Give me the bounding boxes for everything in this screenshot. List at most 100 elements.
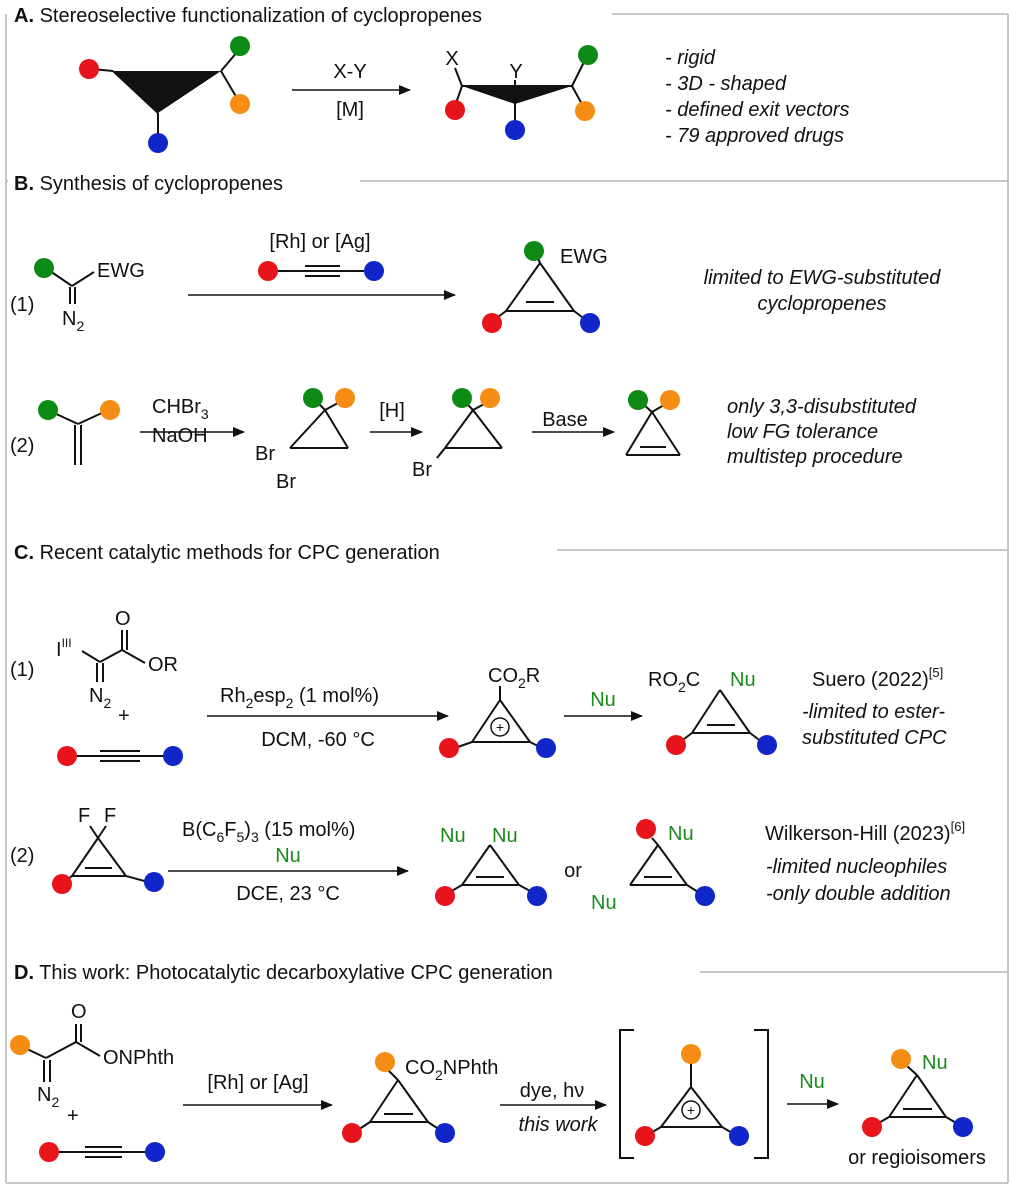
green-substituent	[628, 390, 648, 410]
c2-condition-catalyst: B(C6F5)3 (15 mol%)	[182, 819, 355, 845]
orange-substituent	[575, 101, 595, 121]
d-product-nu: Nu	[922, 1052, 948, 1074]
orange-substituent	[480, 388, 500, 408]
green-substituent	[34, 258, 54, 278]
positive-charge-circle	[681, 1100, 701, 1120]
green-substituent	[452, 388, 472, 408]
d-condition-this-work: this work	[519, 1114, 599, 1136]
b2-base: Base	[542, 409, 588, 431]
b1-note: limited to EWG-substituted	[704, 267, 942, 289]
c1-ester-label: CO2R	[488, 665, 540, 691]
b1-product-ewg: EWG	[560, 246, 608, 268]
wedge-bond	[113, 71, 221, 113]
c2-product-nu: Nu	[591, 892, 617, 914]
c1-nucleophile: Nu	[590, 689, 616, 711]
section-a: A. Stereoselective functionalization of …	[14, 5, 850, 153]
b2-br-label: Br	[412, 459, 432, 481]
c2-product-nu: Nu	[668, 823, 694, 845]
blue-substituent	[364, 261, 384, 281]
red-substituent	[57, 746, 77, 766]
a-property: - rigid	[665, 47, 716, 69]
red-substituent	[258, 261, 278, 281]
b2-number: (2)	[10, 435, 34, 457]
c2-number: (2)	[10, 845, 34, 867]
blue-substituent	[163, 746, 183, 766]
b2-note: only 3,3-disubstituted	[727, 396, 917, 418]
positive-charge-circle	[490, 717, 510, 737]
orange-substituent	[230, 94, 250, 114]
blue-substituent	[148, 133, 168, 153]
c1-plus: +	[118, 705, 130, 727]
c1-alkyne-reagent	[57, 746, 183, 766]
c1-iodine-label: IIII	[56, 636, 72, 661]
red-substituent	[666, 735, 686, 755]
blue-substituent	[757, 735, 777, 755]
red-substituent	[862, 1117, 882, 1137]
blue-substituent	[695, 886, 715, 906]
c1-product-cyclopropene: RO2C Nu	[648, 669, 777, 755]
red-substituent	[445, 100, 465, 120]
green-substituent	[303, 388, 323, 408]
orange-substituent	[375, 1052, 395, 1072]
blue-substituent	[729, 1126, 749, 1146]
red-substituent	[39, 1142, 59, 1162]
c1-note: -limited to ester-	[802, 701, 945, 723]
d-regioisomers-note: or regioisomers	[848, 1147, 986, 1169]
a-property: - 3D - shaped	[665, 73, 787, 95]
charge-symbol: +	[496, 719, 504, 735]
b2-reagent-naoh: NaOH	[152, 425, 208, 447]
a-reagent-xy: X-Y	[333, 61, 366, 83]
red-substituent	[435, 886, 455, 906]
blue-substituent	[580, 313, 600, 333]
green-substituent	[230, 36, 250, 56]
d-bracket-left	[619, 1029, 634, 1159]
b1-ewg-label: EWG	[97, 260, 145, 282]
d-bracket-right	[754, 1029, 769, 1159]
b2-note: low FG tolerance	[727, 421, 878, 443]
orange-substituent	[335, 388, 355, 408]
b2-br-label: Br	[276, 471, 296, 493]
c2-product-regio-nu: Nu Nu	[591, 819, 715, 914]
b2-product-cyclopropene	[625, 390, 681, 456]
charge-symbol: +	[687, 1102, 695, 1118]
b2-note: multistep procedure	[727, 446, 903, 468]
c2-product-nu: Nu	[440, 825, 466, 847]
c2-difluorocyclopropene: F F	[52, 805, 164, 894]
c2-note: -limited nucleophiles	[766, 856, 947, 878]
section-c: C. Recent catalytic methods for CPC gene…	[10, 542, 965, 914]
d-diazo-reactant: O ONPhth N2 +	[10, 1001, 174, 1127]
scheme-frame	[5, 13, 1009, 1184]
blue-substituent	[145, 1142, 165, 1162]
d-alkyne-reagent	[39, 1142, 165, 1162]
c2-product-nu: Nu	[492, 825, 518, 847]
c1-product-ester: RO2C	[648, 669, 700, 695]
blue-substituent	[144, 872, 164, 892]
a-property: - 79 approved drugs	[665, 125, 844, 147]
d-cyclopropene-intermediate: CO2NPhth	[342, 1052, 498, 1143]
orange-substituent	[10, 1035, 30, 1055]
section-b-heading: B. Synthesis of cyclopropenes	[14, 173, 283, 195]
section-d-heading: D. This work: Photocatalytic decarboxyla…	[14, 962, 553, 984]
blue-substituent	[953, 1117, 973, 1137]
b1-number: (1)	[10, 294, 34, 316]
d-co2nphth-label: CO2NPhth	[405, 1057, 498, 1083]
a-property: - defined exit vectors	[665, 99, 850, 121]
c2-fluorine: F	[104, 805, 116, 827]
green-substituent	[38, 400, 58, 420]
blue-substituent	[505, 120, 525, 140]
b2-reagent-chbr3: CHBr3	[152, 396, 209, 422]
d-carbonyl-o: O	[71, 1001, 87, 1023]
b2-alkene-reactant	[38, 400, 120, 465]
b1-diazo-reactant: EWG N2	[34, 258, 145, 334]
a-catalyst-m: [M]	[336, 99, 364, 121]
orange-substituent	[681, 1044, 701, 1064]
c1-reference: Suero (2022)[5]	[812, 665, 943, 691]
red-substituent	[52, 874, 72, 894]
green-substituent	[578, 45, 598, 65]
orange-substituent	[100, 400, 120, 420]
c2-condition-solvent: DCE, 23 °C	[236, 883, 340, 905]
b2-br-label: Br	[255, 443, 275, 465]
d-condition-dye: dye, hν	[520, 1080, 584, 1102]
c1-note: substituted CPC	[802, 727, 947, 749]
c1-n2-label: N2	[89, 685, 111, 711]
